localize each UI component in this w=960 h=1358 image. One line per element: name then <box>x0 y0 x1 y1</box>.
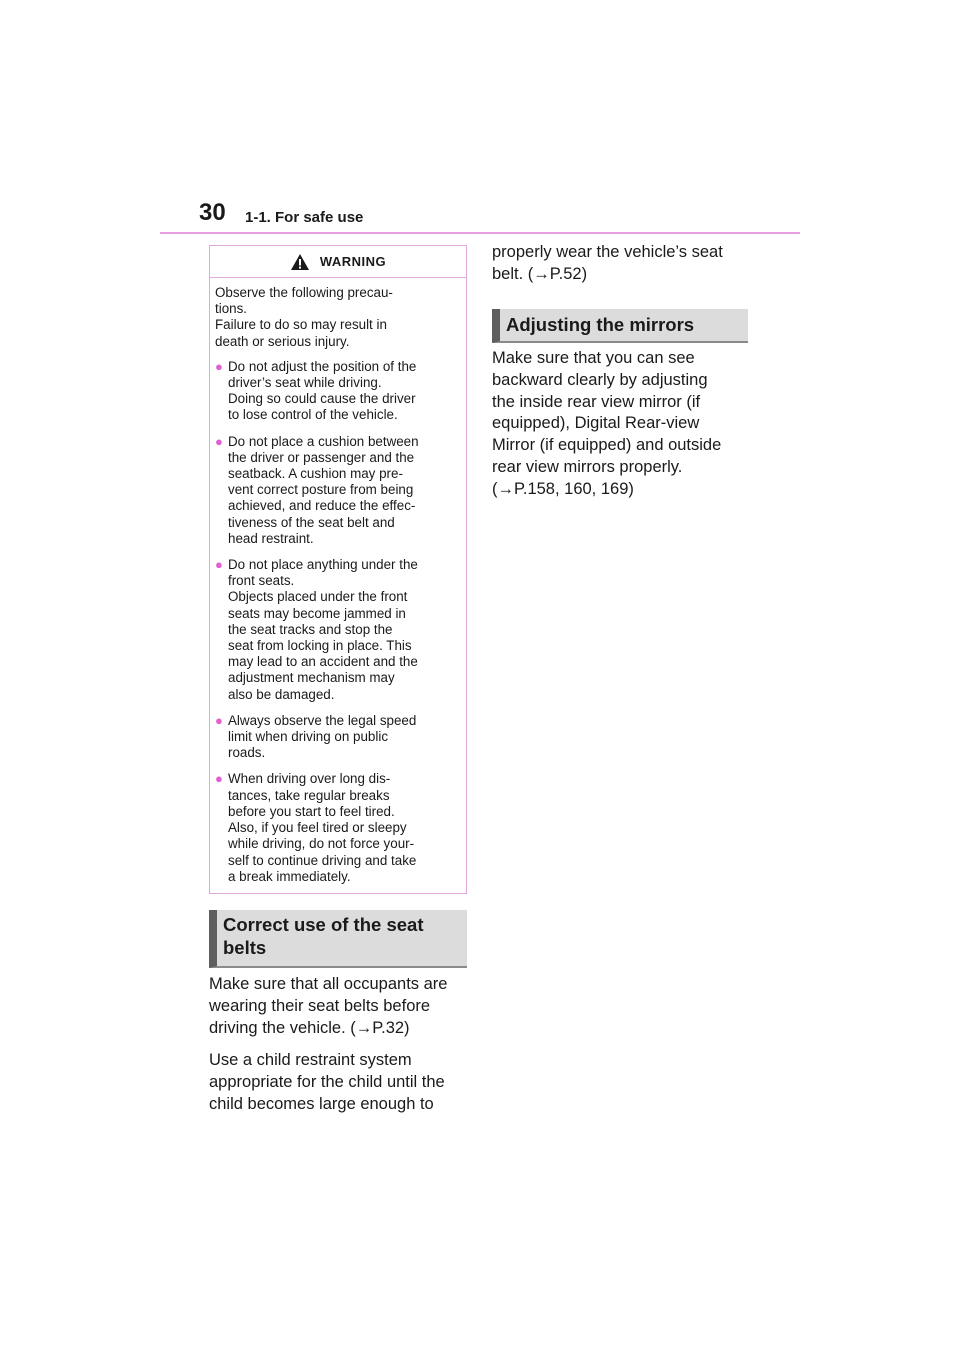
warning-title: WARNING <box>319 254 387 269</box>
bullet-icon: ● <box>215 557 223 573</box>
warning-item-line: the seat tracks and stop the <box>228 621 393 637</box>
mirrors-line: Mirror (if equipped) and outside <box>492 436 722 455</box>
warning-item-line: to lose control of the vehicle. <box>228 407 398 423</box>
seatbelts-text-continued: properly wear the vehicle’s seat belt. (… <box>492 242 762 286</box>
warning-box: WARNING Observe the following precau- ti… <box>209 245 467 894</box>
warning-intro: Observe the following precau- tions. Fai… <box>215 285 460 350</box>
seatbelts-line: properly wear the vehicle’s seat <box>492 243 723 261</box>
warning-item: ● Do not place anything under the front … <box>215 557 460 703</box>
bullet-icon: ● <box>215 433 223 449</box>
mirrors-heading-line: Adjusting the mirrors <box>506 314 695 335</box>
warning-item-line: Do not place anything under the <box>228 557 418 573</box>
warning-item-line: achieved, and reduce the effec- <box>228 498 416 514</box>
mirrors-line: backward clearly by adjusting <box>492 370 708 389</box>
mirrors-heading: Adjusting the mirrors <box>492 309 748 343</box>
warning-item-line: a break immediately. <box>228 868 351 884</box>
warning-item-line: self to continue driving and take <box>228 852 417 868</box>
seatbelts-line: child becomes large enough to <box>209 1094 434 1113</box>
warning-item-line: Doing so could cause the driver <box>228 391 416 407</box>
seatbelts-heading-line: Correct use of the seat <box>223 914 424 935</box>
seatbelts-line: driving the vehicle. (→P.32) <box>209 1018 410 1037</box>
warning-item-line: seatback. A cushion may pre- <box>228 466 403 482</box>
warning-item-line: seat from locking in place. This <box>228 638 412 654</box>
warning-item-line: tances, take regular breaks <box>228 787 390 803</box>
mirrors-text: Make sure that you can see backward clea… <box>492 348 762 501</box>
bullet-icon: ● <box>215 771 223 787</box>
seatbelts-heading: Correct use of the seat belts <box>209 910 467 968</box>
warning-item-line: while driving, do not force your- <box>228 836 415 852</box>
page-number: 30 <box>199 199 226 226</box>
warning-item-line: roads. <box>228 745 266 761</box>
seatbelts-paragraph: Make sure that all occupants are wearing… <box>209 974 479 1039</box>
warning-item: ● When driving over long dis- tances, ta… <box>215 771 460 884</box>
warning-item-line: Always observe the legal speed <box>228 712 417 728</box>
warning-intro-line: Failure to do so may result in <box>215 317 387 333</box>
mirrors-line: the inside rear view mirror (if <box>492 392 701 411</box>
seatbelts-line: appropriate for the child until the <box>209 1073 445 1092</box>
section-title: 1-1. For safe use <box>245 209 364 226</box>
warning-body: Observe the following precau- tions. Fai… <box>210 278 466 885</box>
seatbelts-line: Make sure that all occupants are <box>209 975 448 993</box>
warning-item-line: tiveness of the seat belt and <box>228 514 395 530</box>
mirrors-line: (→P.158, 160, 169) <box>492 479 634 498</box>
mirrors-line: equipped), Digital Rear-view <box>492 414 700 433</box>
warning-item-line: may lead to an accident and the <box>228 654 418 670</box>
warning-item-line: Do not adjust the position of the <box>228 358 417 374</box>
warning-triangle-icon <box>290 253 310 271</box>
warning-item-line: Objects placed under the front <box>228 589 408 605</box>
mirrors-line: rear view mirrors properly. <box>492 457 683 476</box>
warning-item-line: adjustment mechanism may <box>228 670 395 686</box>
mirrors-line: Make sure that you can see <box>492 349 695 367</box>
warning-item: ● Do not place a cushion between the dri… <box>215 434 460 547</box>
warning-item-line: Do not place a cushion between <box>228 433 419 449</box>
warning-item-line: When driving over long dis- <box>228 771 391 787</box>
warning-item-line: Also, if you feel tired or sleepy <box>228 820 407 836</box>
warning-intro-line: Observe the following precau- <box>215 285 393 300</box>
warning-item-line: front seats. <box>228 573 295 589</box>
warning-item-line: limit when driving on public <box>228 729 389 745</box>
warning-intro-line: death or serious injury. <box>215 333 350 349</box>
warning-header: WARNING <box>210 246 466 278</box>
warning-item: ● Do not adjust the position of the driv… <box>215 359 460 424</box>
warning-item-line: driver’s seat while driving. <box>228 375 382 391</box>
warning-item-line: before you start to feel tired. <box>228 803 395 819</box>
warning-item-line: also be damaged. <box>228 686 335 702</box>
bullet-icon: ● <box>215 712 223 728</box>
warning-intro-line: tions. <box>215 301 248 317</box>
seatbelts-line: wearing their seat belts before <box>209 996 431 1015</box>
bullet-icon: ● <box>215 358 223 374</box>
warning-item-line: head restraint. <box>228 530 314 546</box>
seatbelts-heading-line: belts <box>223 937 267 958</box>
warning-item-line: seats may become jammed in <box>228 605 406 621</box>
seatbelts-paragraph: Use a child restraint system appropriate… <box>209 1050 479 1115</box>
warning-item-line: the driver or passenger and the <box>228 449 415 465</box>
warning-item: ● Always observe the legal speed limit w… <box>215 713 460 762</box>
warning-item-line: vent correct posture from being <box>228 482 414 498</box>
seatbelts-line: belt. (→P.52) <box>492 264 588 283</box>
seatbelts-text: Make sure that all occupants are wearing… <box>209 974 479 1116</box>
seatbelts-line: Use a child restraint system <box>209 1051 412 1070</box>
header-rule <box>160 232 800 234</box>
